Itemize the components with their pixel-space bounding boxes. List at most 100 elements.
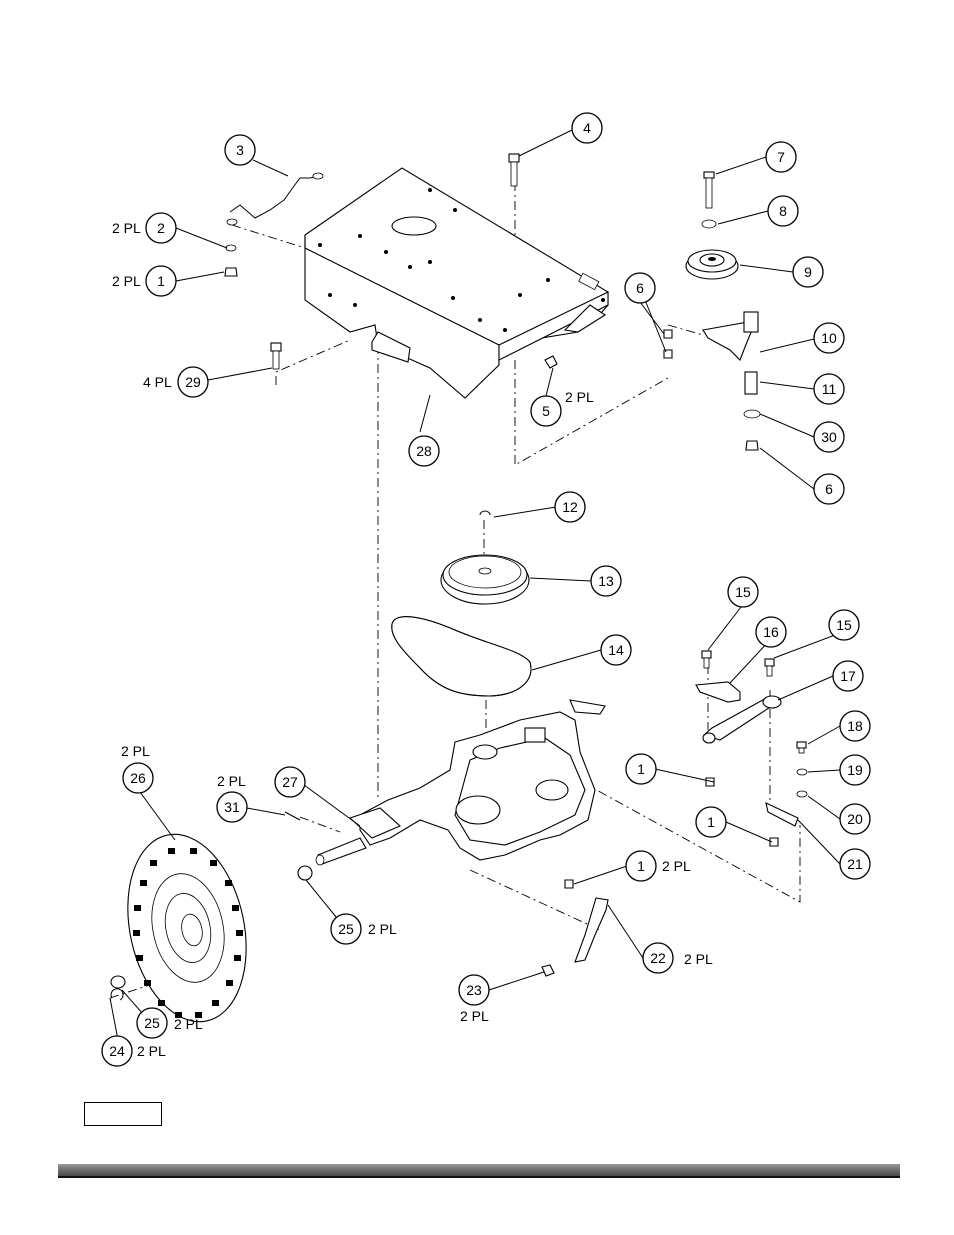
svg-text:11: 11 <box>822 381 837 397</box>
callout-26: 26 <box>122 762 154 794</box>
svg-text:26: 26 <box>130 770 146 786</box>
svg-text:10: 10 <box>821 330 837 346</box>
footer-bar <box>58 1164 900 1176</box>
bolts <box>270 153 558 370</box>
qty-label: 2 PL <box>112 220 141 236</box>
qty-label: 4 PL <box>143 374 172 390</box>
svg-text:17: 17 <box>840 668 856 684</box>
label-box <box>84 1102 162 1126</box>
wheel-assembly <box>110 833 247 1023</box>
svg-text:23: 23 <box>466 982 482 998</box>
callout-19: 19 <box>839 754 871 786</box>
qty-label: 2 PL <box>368 921 397 937</box>
svg-text:8: 8 <box>779 203 787 219</box>
callout-18: 18 <box>839 710 871 742</box>
svg-text:12: 12 <box>562 499 578 515</box>
svg-text:5: 5 <box>542 403 550 419</box>
callout-1c: 1 <box>695 806 727 838</box>
qty-label: 2 PL <box>217 773 246 789</box>
callout-16: 16 <box>755 616 787 648</box>
qty-label: 2 PL <box>137 1043 166 1059</box>
callout-1b: 1 <box>625 753 657 785</box>
svg-text:2: 2 <box>157 220 165 236</box>
callout-9: 9 <box>792 256 824 288</box>
svg-text:13: 13 <box>598 573 614 589</box>
svg-text:28: 28 <box>416 443 432 459</box>
svg-text:19: 19 <box>847 762 863 778</box>
qty-label: 2 PL <box>684 951 713 967</box>
callout-23: 23 <box>458 974 490 1006</box>
quantity-labels: 2 PL 2 PL 4 PL 2 PL 2 PL 2 PL 2 PL 2 PL … <box>112 220 713 1059</box>
qty-label: 2 PL <box>460 1008 489 1024</box>
svg-text:22: 22 <box>650 950 666 966</box>
footer-line <box>58 1176 900 1178</box>
callout-13: 13 <box>590 565 622 597</box>
svg-text:1: 1 <box>707 814 715 830</box>
svg-text:15: 15 <box>836 617 852 633</box>
qty-label: 2 PL <box>112 273 141 289</box>
callout-25b: 25 <box>136 1007 168 1039</box>
callout-1a: 1 <box>145 265 177 297</box>
svg-text:1: 1 <box>637 761 645 777</box>
part-callouts: 1 1 1 1 2 3 4 5 6 6 7 8 9 10 11 12 13 14… <box>101 112 871 1067</box>
callout-11: 11 <box>813 373 845 405</box>
svg-text:16: 16 <box>763 624 779 640</box>
callout-17: 17 <box>832 660 864 692</box>
svg-text:6: 6 <box>636 280 644 296</box>
svg-text:27: 27 <box>282 774 298 790</box>
svg-text:7: 7 <box>777 149 785 165</box>
svg-text:30: 30 <box>821 429 837 445</box>
svg-text:14: 14 <box>608 642 624 658</box>
callout-20: 20 <box>839 803 871 835</box>
qty-label: 2 PL <box>174 1016 203 1032</box>
callout-30: 30 <box>813 421 845 453</box>
callout-6b: 6 <box>813 473 845 505</box>
svg-text:3: 3 <box>236 142 244 158</box>
callout-15b: 15 <box>828 609 860 641</box>
callout-21: 21 <box>839 848 871 880</box>
idler-assembly <box>663 171 761 451</box>
callout-5: 5 <box>530 395 562 427</box>
control-linkage <box>695 650 808 847</box>
callout-29: 29 <box>177 366 209 398</box>
svg-text:21: 21 <box>847 856 863 872</box>
callout-27: 27 <box>274 766 306 798</box>
callout-10: 10 <box>813 322 845 354</box>
callout-6a: 6 <box>624 272 656 304</box>
callout-28: 28 <box>408 435 440 467</box>
svg-text:9: 9 <box>804 264 812 280</box>
svg-text:24: 24 <box>109 1043 125 1059</box>
svg-text:31: 31 <box>224 799 240 815</box>
callout-14: 14 <box>600 634 632 666</box>
qty-label: 2 PL <box>121 743 150 759</box>
svg-text:29: 29 <box>185 374 201 390</box>
callout-1d: 1 <box>625 850 657 882</box>
svg-text:18: 18 <box>847 718 863 734</box>
bracket <box>541 879 609 977</box>
qty-label: 2 PL <box>565 389 594 405</box>
callout-4: 4 <box>571 112 603 144</box>
svg-text:6: 6 <box>825 481 833 497</box>
svg-text:15: 15 <box>735 584 751 600</box>
callout-7: 7 <box>765 141 797 173</box>
callout-8: 8 <box>767 195 799 227</box>
callout-15a: 15 <box>727 576 759 608</box>
callout-3: 3 <box>224 134 256 166</box>
qty-label: 2 PL <box>662 858 691 874</box>
svg-text:1: 1 <box>157 273 165 289</box>
callout-24: 24 <box>101 1035 133 1067</box>
callout-12: 12 <box>554 491 586 523</box>
svg-text:25: 25 <box>338 921 354 937</box>
callout-2: 2 <box>145 212 177 244</box>
svg-text:1: 1 <box>637 858 645 874</box>
callout-31: 31 <box>216 791 248 823</box>
transaxle <box>284 699 606 881</box>
svg-text:20: 20 <box>847 811 863 827</box>
pulley-and-belt <box>391 510 532 697</box>
svg-text:25: 25 <box>144 1015 160 1031</box>
leader-lines <box>109 129 844 1041</box>
svg-text:4: 4 <box>583 120 591 136</box>
callout-25a: 25 <box>330 913 362 945</box>
mount-plate <box>304 167 609 399</box>
ground-wire <box>224 172 324 277</box>
